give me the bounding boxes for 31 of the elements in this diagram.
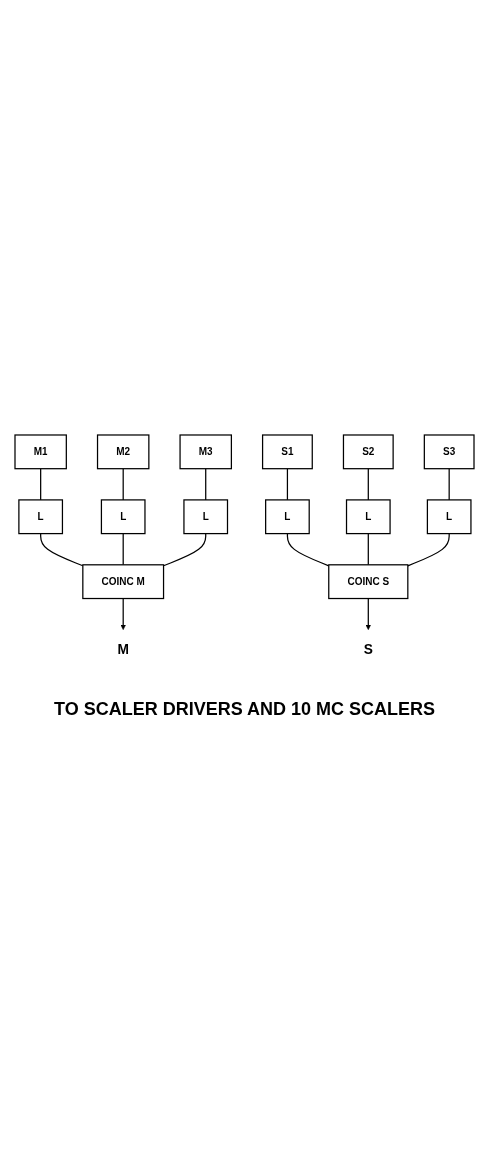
node-text: M xyxy=(117,642,129,658)
node-text: S xyxy=(363,642,373,658)
connector xyxy=(122,533,124,566)
connector xyxy=(448,468,450,501)
connector xyxy=(122,468,124,501)
node-box: L xyxy=(345,499,391,535)
connector xyxy=(407,533,450,567)
connector xyxy=(40,468,42,501)
node-box: L xyxy=(265,499,310,535)
node-box: L xyxy=(183,499,229,535)
node-box: S2 xyxy=(342,434,394,470)
arrow xyxy=(120,598,126,631)
connector xyxy=(162,533,207,567)
node-box: S3 xyxy=(423,434,475,470)
connector xyxy=(367,468,369,501)
connector xyxy=(286,533,330,567)
node-box: L xyxy=(18,499,64,535)
node-box: COINC M xyxy=(82,564,165,600)
node-box: L xyxy=(100,499,146,535)
connector xyxy=(205,468,207,501)
node-box: L xyxy=(426,499,472,535)
arrow xyxy=(365,598,372,631)
node-box: S1 xyxy=(261,434,313,470)
node-box: M2 xyxy=(96,434,150,470)
connector xyxy=(40,533,84,567)
node-box: COINC S xyxy=(328,564,409,600)
note-text: TO SCALER DRIVERS AND 10 MC SCALERS xyxy=(53,698,436,720)
connector xyxy=(367,533,369,566)
node-box: M1 xyxy=(14,434,67,470)
node-box: M3 xyxy=(179,434,232,470)
connector xyxy=(286,468,289,501)
